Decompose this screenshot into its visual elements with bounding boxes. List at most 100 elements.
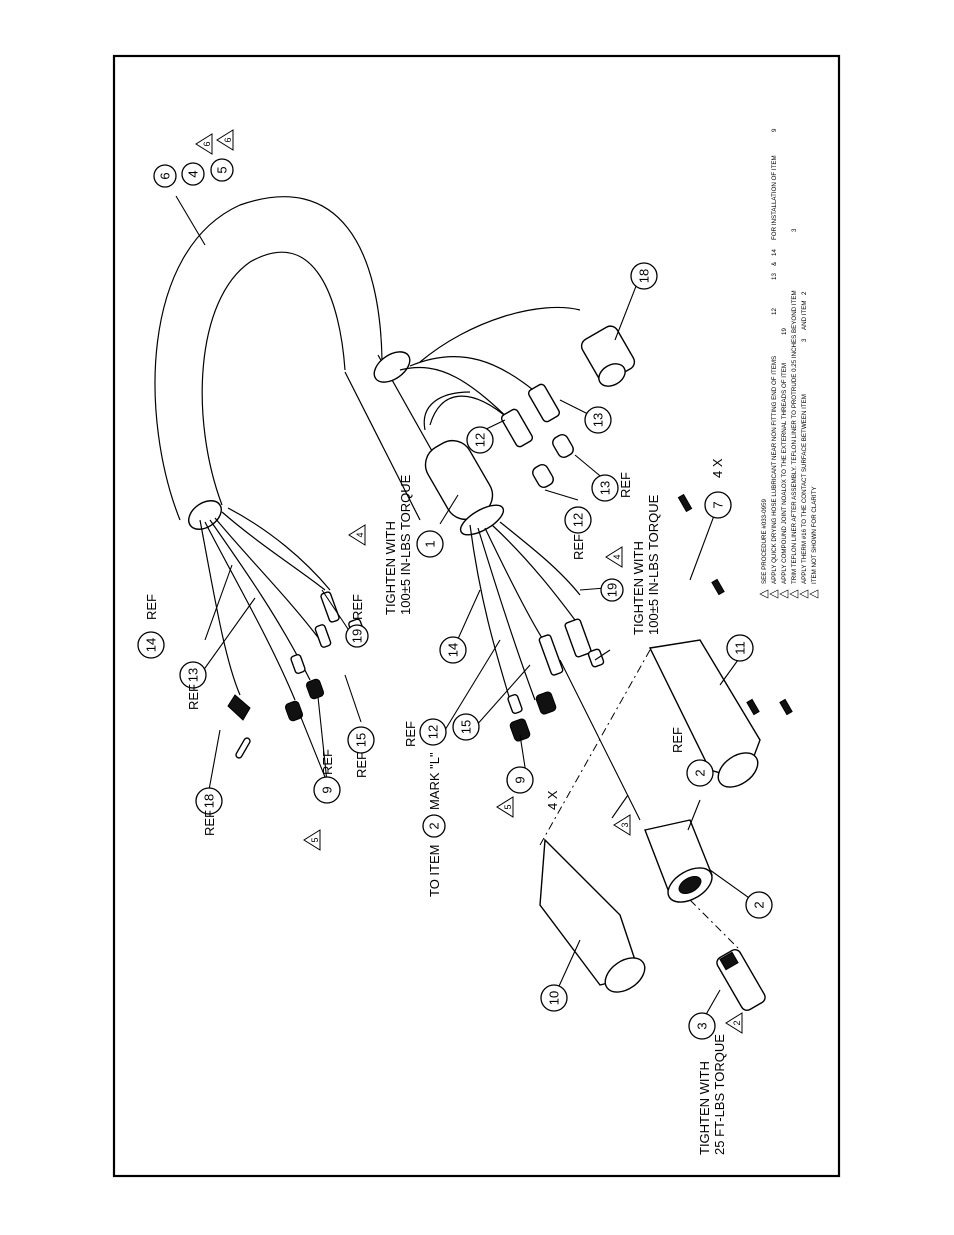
svg-text:AND ITEM: AND ITEM bbox=[801, 300, 808, 330]
callout-5: 5 bbox=[210, 158, 234, 182]
callout-13-upper: 13 bbox=[179, 661, 207, 689]
svg-text:3: 3 bbox=[695, 1022, 710, 1029]
sleeve-item-1 bbox=[424, 439, 505, 536]
to-item-label: TO ITEM bbox=[427, 845, 442, 897]
ref-label-12-lower: REF bbox=[403, 721, 418, 747]
flag-2: 2 bbox=[725, 1012, 743, 1034]
callout-12-lower: 12 bbox=[419, 718, 447, 746]
svg-text:14: 14 bbox=[771, 249, 778, 256]
ref-label-9-upper: REF bbox=[320, 749, 335, 775]
svg-text:2: 2 bbox=[752, 901, 767, 908]
svg-text:14: 14 bbox=[446, 643, 461, 657]
svg-text:5: 5 bbox=[310, 837, 320, 842]
ref-label-15-upper: REF bbox=[354, 752, 369, 778]
callout-12-mid: 12 bbox=[564, 506, 592, 534]
svg-text:5: 5 bbox=[215, 166, 230, 173]
svg-text:2: 2 bbox=[801, 291, 808, 295]
note-3: APPLY COMPOUND JOINT NOALOX TO THE EXTER… bbox=[779, 328, 789, 599]
callout-4: 4 bbox=[181, 162, 205, 186]
lower-cable-fan bbox=[469, 521, 641, 821]
flag-5-upper: 5 bbox=[303, 829, 321, 851]
callout-7: 7 bbox=[704, 491, 732, 519]
callout-10: 10 bbox=[540, 984, 568, 1012]
svg-text:5: 5 bbox=[503, 804, 513, 809]
callout-12-upper: 12 bbox=[466, 426, 494, 454]
tighten-lower-line2: 100±5 IN-LBS TORQUE bbox=[646, 494, 661, 635]
ref-label-13-mid: REF bbox=[618, 472, 633, 498]
svg-text:11: 11 bbox=[733, 641, 748, 655]
svg-text:1: 1 bbox=[423, 540, 438, 547]
callout-19-upper: 19 bbox=[345, 624, 369, 648]
callout-14-lower: 14 bbox=[439, 636, 467, 664]
upper-cable-fan bbox=[199, 507, 331, 701]
tip-item-3 bbox=[716, 949, 766, 1011]
ref-label-14-upper: REF bbox=[144, 594, 159, 620]
flag-5-lower: 5 bbox=[496, 796, 514, 818]
callout-18-right: 18 bbox=[630, 262, 658, 290]
svg-text:9: 9 bbox=[320, 786, 335, 793]
note-4: TRIM TEFLON LINER AFTER ASSEMBLY. TEFLON… bbox=[789, 228, 799, 599]
svg-text:12: 12 bbox=[771, 308, 778, 315]
lower-fittings bbox=[507, 618, 605, 742]
svg-text:19: 19 bbox=[350, 629, 365, 643]
callout-2: 2 bbox=[745, 891, 773, 919]
callout-18-left: 18 bbox=[195, 787, 223, 815]
svg-text:2: 2 bbox=[693, 769, 708, 776]
tighten-upper-line2: 100±5 IN-LBS TORQUE bbox=[398, 474, 413, 615]
center-cable-bundle bbox=[399, 306, 581, 489]
note-6: ITEM NOT SHOWN FOR CLARITY bbox=[809, 486, 819, 599]
svg-text:15: 15 bbox=[459, 720, 474, 734]
svg-text:6: 6 bbox=[158, 172, 173, 179]
leader-lines bbox=[175, 195, 760, 1026]
callout-14-upper: 14 bbox=[137, 631, 165, 659]
svg-text:12: 12 bbox=[571, 513, 586, 527]
svg-text:FOR INSTALLATION OF ITEM: FOR INSTALLATION OF ITEM bbox=[771, 155, 778, 240]
svg-text:4: 4 bbox=[612, 554, 622, 559]
callout-13-ref: 13 bbox=[591, 474, 619, 502]
svg-text:12: 12 bbox=[473, 433, 488, 447]
ref-label-12-mid: REF bbox=[571, 534, 586, 560]
flag-6-top: 6 bbox=[195, 133, 213, 155]
svg-text:7: 7 bbox=[711, 501, 726, 508]
callout-2-to-item: 2 bbox=[422, 814, 446, 838]
svg-text:13: 13 bbox=[186, 668, 201, 682]
svg-text:ITEM NOT SHOWN FOR CLARITY: ITEM NOT SHOWN FOR CLARITY bbox=[811, 486, 818, 584]
svg-text:18: 18 bbox=[202, 794, 217, 808]
note-5: APPLY THERM #16 TO THE CONTACT SURFACE B… bbox=[799, 291, 809, 599]
tighten-upper-line1: TIGHTEN WITH bbox=[383, 521, 398, 615]
callout-19-lower: 19 bbox=[600, 578, 624, 602]
ref-label-18-left: REF bbox=[202, 810, 217, 836]
ref-label-2: REF bbox=[670, 727, 685, 753]
svg-text:19: 19 bbox=[605, 583, 620, 597]
flag-4-upper: 4 bbox=[348, 524, 366, 546]
centerline-upper bbox=[539, 649, 651, 846]
svg-text:18: 18 bbox=[637, 269, 652, 283]
drawing-border bbox=[112, 54, 841, 1178]
svg-text:2: 2 bbox=[732, 1020, 742, 1025]
callout-2-ref: 2 bbox=[686, 759, 714, 787]
upper-fittings bbox=[227, 591, 364, 759]
note-2: APPLY QUICK DRYING HOSE LUBRICANT NEAR N… bbox=[769, 128, 779, 599]
mark-l-label: MARK "L" bbox=[427, 752, 442, 810]
svg-text:2: 2 bbox=[427, 822, 442, 829]
svg-text:9: 9 bbox=[513, 776, 528, 783]
svg-text:3: 3 bbox=[791, 228, 798, 232]
svg-text:13: 13 bbox=[598, 481, 613, 495]
svg-text:SEE PROCEDURE #033-0959: SEE PROCEDURE #033-0959 bbox=[761, 498, 768, 584]
callout-3: 3 bbox=[688, 1012, 716, 1040]
svg-text:3: 3 bbox=[620, 822, 630, 827]
svg-text:3: 3 bbox=[801, 338, 808, 342]
qty-4x-screws: 4 X bbox=[710, 458, 725, 478]
svg-text:APPLY THERM #16 TO THE CONTACT: APPLY THERM #16 TO THE CONTACT SURFACE B… bbox=[801, 394, 808, 584]
tighten-tip-line2: 25 FT-LBS TORQUE bbox=[712, 1034, 727, 1155]
svg-text:9: 9 bbox=[771, 128, 778, 132]
svg-text:4: 4 bbox=[186, 170, 201, 177]
svg-text:13: 13 bbox=[771, 273, 778, 280]
handle-half-item-10 bbox=[539, 838, 646, 993]
callout-6: 6 bbox=[153, 164, 177, 188]
svg-text:12: 12 bbox=[426, 725, 441, 739]
callout-15-lower: 15 bbox=[452, 713, 480, 741]
svg-text:10: 10 bbox=[547, 991, 562, 1005]
ref-label-13-upper: REF bbox=[186, 684, 201, 710]
